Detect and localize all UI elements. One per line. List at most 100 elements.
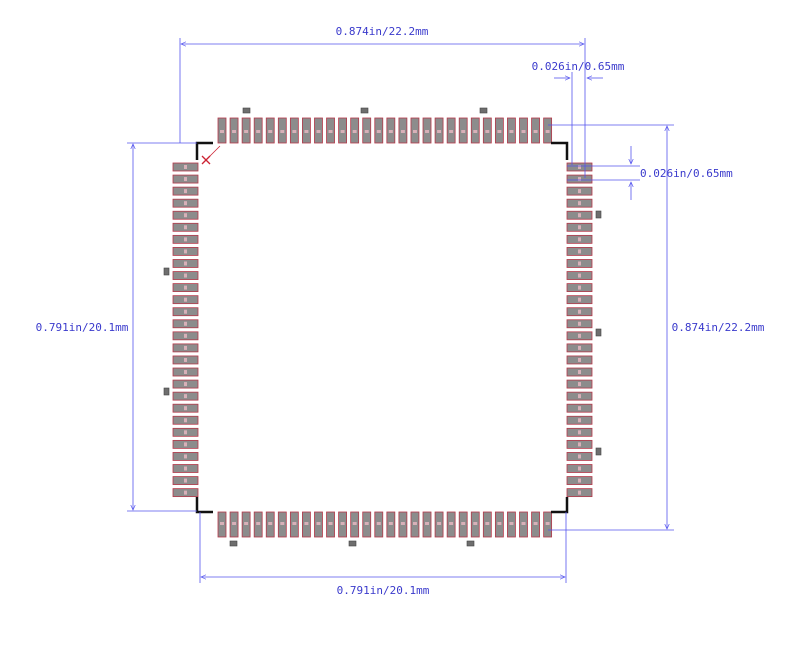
pad-top-marker <box>268 130 273 133</box>
pad-bottom-marker <box>545 522 550 525</box>
pad-bottom-marker <box>364 522 369 525</box>
pad-bottom-marker <box>352 522 357 525</box>
pad-right-marker <box>578 430 581 435</box>
pad-right-marker <box>578 442 581 447</box>
body-outline-corners <box>195 141 569 514</box>
fiducial <box>595 447 602 456</box>
fiducial-markers <box>163 107 602 547</box>
pad-left-marker <box>184 466 187 471</box>
dim-pitch-right-label: 0.026in/0.65mm <box>640 167 733 180</box>
pad-bottom-marker <box>400 522 405 525</box>
pad-top-marker <box>449 130 454 133</box>
fiducial <box>348 540 357 547</box>
fiducial <box>242 107 251 114</box>
pin1-cross-icon <box>201 145 221 165</box>
pad-left-marker <box>184 189 187 194</box>
pad-bottom-marker <box>473 522 478 525</box>
pad-right-marker <box>578 201 581 206</box>
pad-top-marker <box>473 130 478 133</box>
pad-left-marker <box>184 285 187 290</box>
pad-right-marker <box>578 237 581 242</box>
dim-pitch-top-label: 0.026in/0.65mm <box>532 60 625 73</box>
pad-left-marker <box>184 394 187 399</box>
pad-bottom-marker <box>280 522 285 525</box>
pad-bottom-marker <box>292 522 297 525</box>
pad-bottom-marker <box>304 522 309 525</box>
pad-left-marker <box>184 297 187 302</box>
dim-left-body-height-label: 0.791in/20.1mm <box>36 321 129 334</box>
pad-top-marker <box>364 130 369 133</box>
pad-left-marker <box>184 430 187 435</box>
pad-left-marker <box>184 273 187 278</box>
pad-top-marker <box>533 130 538 133</box>
pad-top-marker <box>412 130 417 133</box>
pad-bottom-marker <box>449 522 454 525</box>
pad-right-marker <box>578 213 581 218</box>
pad-bottom-marker <box>533 522 538 525</box>
pad-left-marker <box>184 321 187 326</box>
fiducial <box>466 540 475 547</box>
pad-top-marker <box>232 130 237 133</box>
pad-bottom-marker <box>485 522 490 525</box>
pad-bottom-marker <box>497 522 502 525</box>
pad-bottom-marker <box>388 522 393 525</box>
fiducial <box>595 210 602 219</box>
pad-top-marker <box>485 130 490 133</box>
pad-bottom-marker <box>316 522 321 525</box>
pad-bottom-marker <box>521 522 526 525</box>
pad-right-marker <box>578 177 581 182</box>
dim-top-overall-width <box>179 38 586 178</box>
pad-bottom-marker <box>232 522 237 525</box>
pad-left-marker <box>184 418 187 423</box>
pad-right-marker <box>578 406 581 411</box>
pad-top-marker <box>376 130 381 133</box>
pad-top-marker <box>388 130 393 133</box>
pad-right-marker <box>578 418 581 423</box>
pad-right-marker <box>578 466 581 471</box>
pad-top-marker <box>509 130 514 133</box>
pad-left-marker <box>184 382 187 387</box>
pad-left-marker <box>184 442 187 447</box>
pads-top-row <box>217 117 553 144</box>
pad-left-marker <box>184 165 187 169</box>
pad-left-marker <box>184 333 187 338</box>
pad-top-marker <box>220 130 224 133</box>
pad-top-marker <box>545 130 550 133</box>
pad-left-marker <box>184 478 187 483</box>
pad-bottom-marker <box>376 522 381 525</box>
pad-left-marker <box>184 309 187 314</box>
pad-top-marker <box>461 130 466 133</box>
pad-right-marker <box>578 261 581 266</box>
pads-left-column <box>172 162 199 498</box>
pad-left-marker <box>184 357 187 362</box>
pad-bottom-marker <box>256 522 261 525</box>
pad-right-marker <box>578 394 581 399</box>
pad-bottom-marker <box>461 522 466 525</box>
pad-right-marker <box>578 382 581 387</box>
dim-right-overall-height-label: 0.874in/22.2mm <box>672 321 765 334</box>
pad-bottom-marker <box>220 522 224 525</box>
pad-top-marker <box>292 130 297 133</box>
fiducial <box>229 540 238 547</box>
pad-left-marker <box>184 177 187 182</box>
dim-pitch-right <box>567 146 640 200</box>
pad-left-marker <box>184 370 187 375</box>
pad-right-marker <box>578 165 581 169</box>
pad-bottom-marker <box>268 522 273 525</box>
pad-bottom-marker <box>328 522 333 525</box>
pad-right-marker <box>578 309 581 314</box>
pad-left-marker <box>184 237 187 242</box>
pad-bottom-marker <box>412 522 417 525</box>
pad-right-marker <box>578 333 581 338</box>
fiducial <box>360 107 369 114</box>
pad-top-marker <box>340 130 345 133</box>
dim-bottom-body-width <box>199 512 567 583</box>
pad-left-marker <box>184 225 187 230</box>
pad-top-marker <box>316 130 321 133</box>
fiducial <box>479 107 488 114</box>
pad-bottom-marker <box>340 522 345 525</box>
pad-right-marker <box>578 273 581 278</box>
pad-right-marker <box>578 490 581 495</box>
pad-right-marker <box>578 357 581 362</box>
pad-bottom-marker <box>244 522 249 525</box>
